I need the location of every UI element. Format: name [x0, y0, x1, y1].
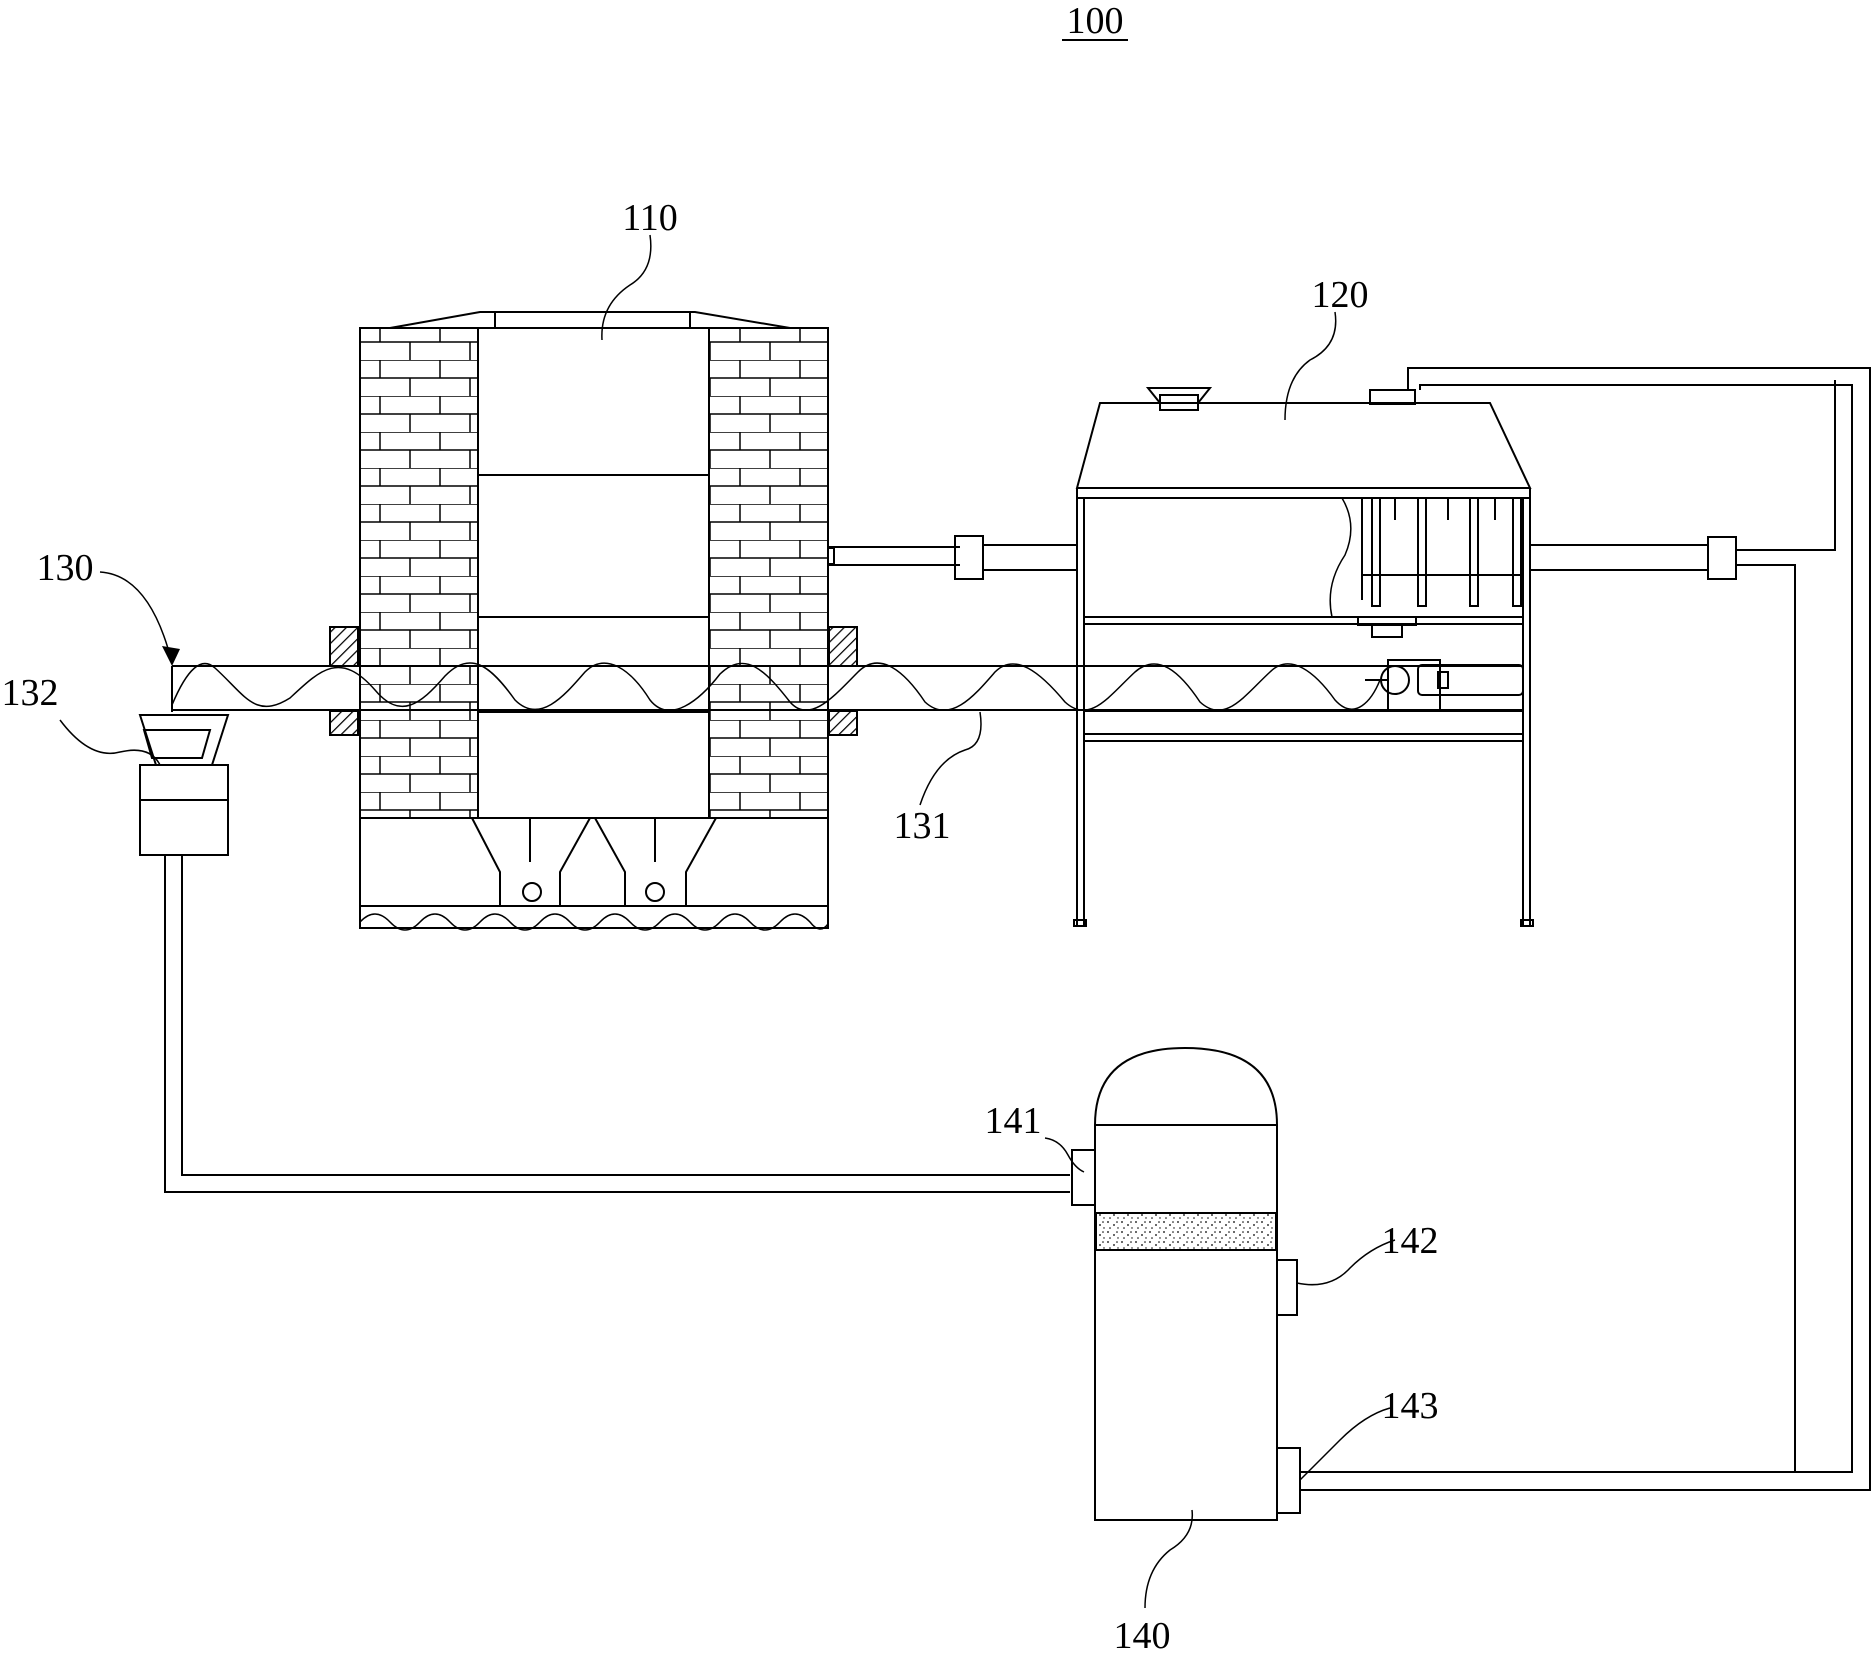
flange-left-bottom — [329, 710, 359, 736]
figure-title: 100 — [1067, 0, 1124, 42]
pipe-hopper-to-tower-outer — [164, 855, 1070, 1193]
dryer-paddles — [1361, 497, 1523, 607]
exit-valve — [1707, 536, 1737, 580]
port-141 — [1071, 1149, 1096, 1206]
furnace-110 — [329, 311, 858, 931]
label-131: 131 — [894, 805, 951, 847]
flange-right-bottom — [828, 710, 858, 736]
label-143: 143 — [1382, 1385, 1439, 1427]
leader-141 — [1044, 1137, 1085, 1173]
furnace-left-brick-wall — [361, 329, 478, 817]
leader-140 — [1144, 1509, 1194, 1609]
ash-outlet-right — [645, 882, 665, 902]
furnace-right-brick-wall — [710, 329, 827, 817]
screw-conveyor-130 — [171, 662, 1523, 712]
ash-outlet-left — [522, 882, 542, 902]
scrubber-tower-140 — [1071, 1046, 1301, 1521]
flange-left-top — [329, 626, 359, 667]
drive-motor — [1365, 659, 1524, 711]
flange-right-top — [828, 626, 858, 667]
port-143 — [1276, 1447, 1301, 1514]
hopper-132 — [138, 714, 230, 856]
label-110: 110 — [622, 197, 678, 239]
leader-131 — [919, 711, 982, 806]
exit-pipe-up — [1736, 380, 1836, 551]
leader-130 — [99, 571, 173, 664]
label-130: 130 — [37, 547, 94, 589]
label-141: 141 — [985, 1100, 1042, 1142]
dryer-120 — [1073, 387, 1737, 927]
furnace-chamber — [477, 327, 710, 819]
leader-130-arrow — [162, 646, 180, 666]
bottom-screw — [359, 913, 829, 931]
pipe-hopper-to-tower-inner — [181, 855, 1070, 1176]
packing-layer — [1095, 1212, 1277, 1251]
port-142 — [1276, 1259, 1298, 1316]
exit-pipe-down — [1736, 564, 1796, 1472]
leader-132 — [59, 719, 161, 766]
screw-131 — [171, 662, 1381, 712]
return-pipe-inner — [1300, 384, 1853, 1473]
return-pipe-outer — [1300, 367, 1871, 1491]
leader-142 — [1296, 1239, 1396, 1286]
label-142: 142 — [1382, 1220, 1439, 1262]
pipe-valve — [954, 535, 984, 580]
label-120: 120 — [1312, 274, 1369, 316]
leader-120 — [1284, 311, 1337, 421]
pipe-furnace-to-dryer — [827, 535, 1077, 580]
leader-143 — [1299, 1407, 1391, 1481]
label-140: 140 — [1114, 1615, 1171, 1655]
leader-110 — [601, 234, 652, 341]
label-132: 132 — [2, 672, 59, 714]
